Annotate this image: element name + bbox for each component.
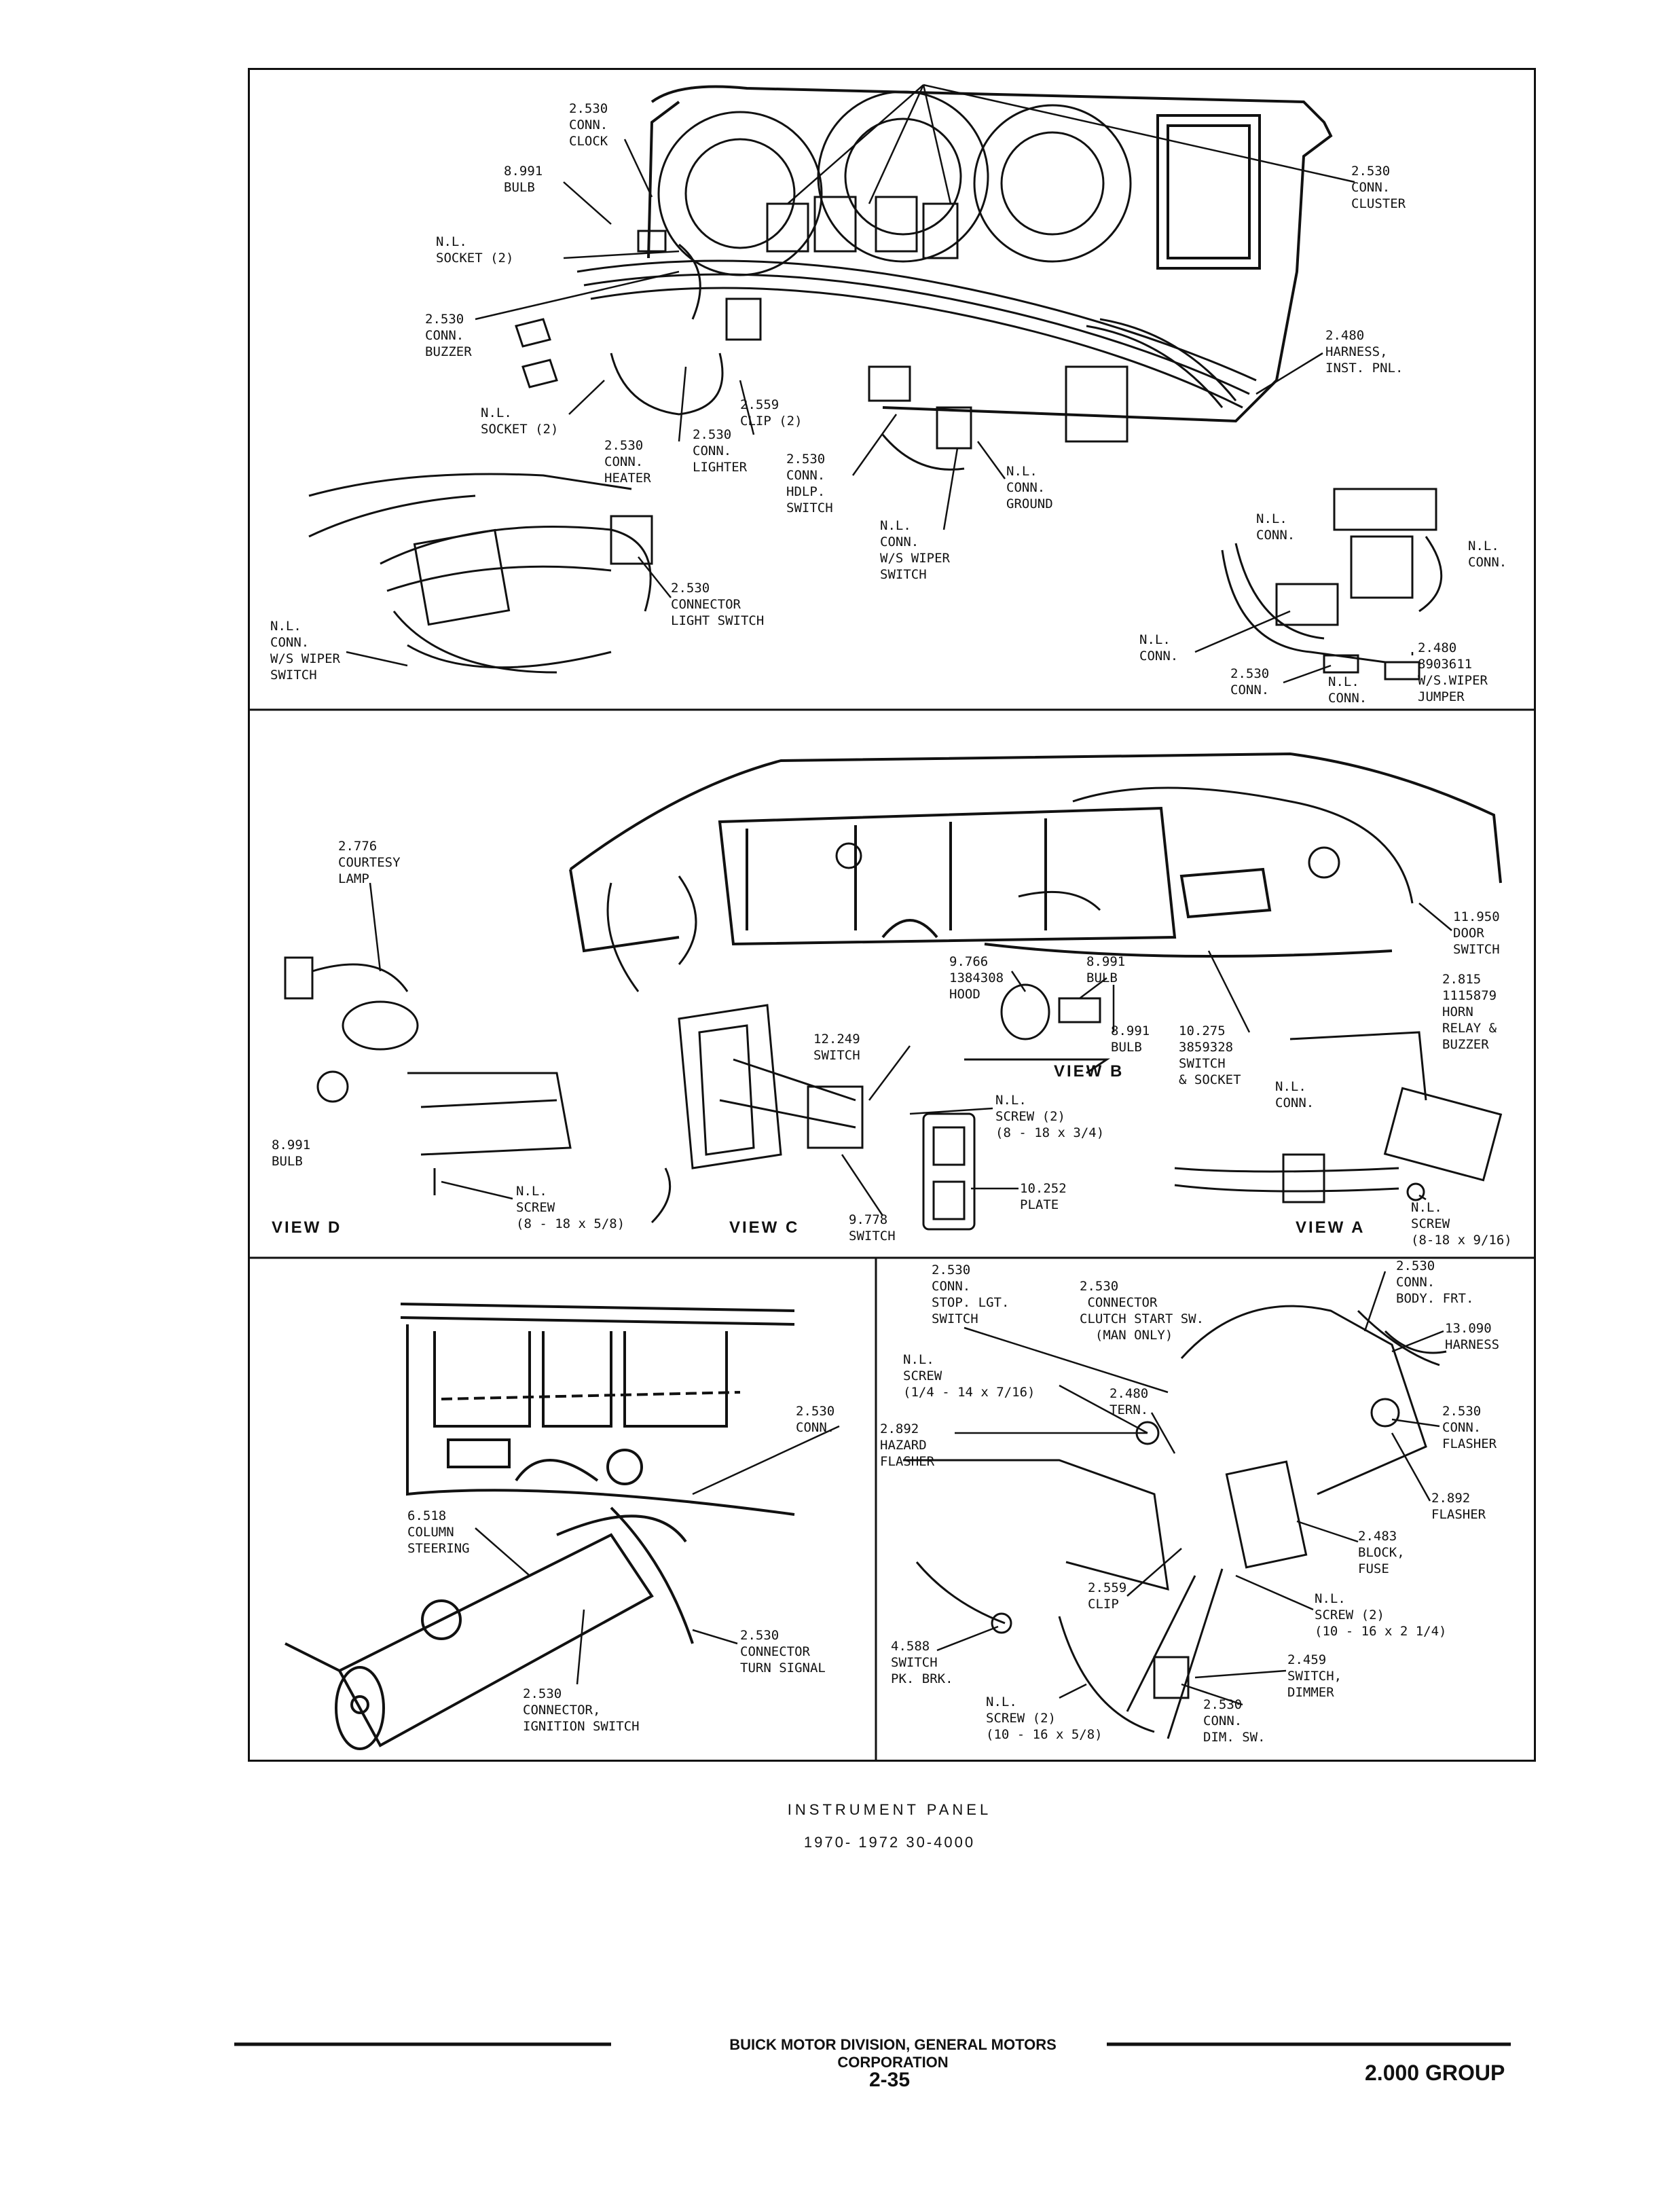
dash-outline	[569, 752, 1502, 958]
light-switch-detail	[308, 473, 653, 674]
callout-switch-socket: 10.275 3859328 SWITCH & SOCKET	[1179, 1023, 1241, 1087]
callout-screw-viewc: N.L. SCREW (2) (8 - 18 x 3/4)	[995, 1093, 1105, 1140]
view-c-switch	[650, 1004, 976, 1231]
callout-block-fuse: 2.483 BLOCK, FUSE	[1358, 1529, 1405, 1576]
callout-conn-nl-right3: N.L. CONN.	[1139, 632, 1179, 664]
view-a-label: VIEW A	[1296, 1218, 1365, 1237]
callout-flasher-2892: 2.892 FLASHER	[1431, 1491, 1486, 1522]
callout-conn-2530-right: 2.530 CONN.	[1230, 666, 1270, 697]
callout-connector-light: 2.530 CONNECTOR LIGHT SWITCH	[671, 581, 765, 628]
diagram-frame	[248, 68, 1536, 1762]
callout-tern-2480: 2.480 TERN.	[1109, 1386, 1149, 1417]
callout-column-steering: 6.518 COLUMN STEERING	[407, 1508, 470, 1556]
callout-screw-viewa: N.L. SCREW (8-18 x 9/16)	[1411, 1200, 1512, 1248]
callout-hazard-flasher: 2.892 HAZARD FLASHER	[880, 1421, 935, 1469]
callout-conn-ws-wiper-left: N.L. CONN. W/S WIPER SWITCH	[270, 619, 340, 683]
callout-bulb-viewd: 8.991 BULB	[272, 1138, 311, 1169]
caption-subtitle: 1970- 1972 30-4000	[803, 1834, 976, 1851]
callout-bulb-view-b2: 8.991 BULB	[1111, 1023, 1150, 1055]
callout-connector-turn: 2.530 CONNECTOR TURN SIGNAL	[740, 1628, 826, 1675]
callout-conn-nl-right1: N.L. CONN.	[1256, 511, 1296, 543]
callout-conn-hdlp: 2.530 CONN. HDLP. SWITCH	[786, 452, 833, 515]
wiper-jumper-detail	[1221, 488, 1443, 681]
callout-screw-10-16: N.L. SCREW (2) (10 - 16 x 2 1/4)	[1315, 1591, 1447, 1639]
callout-screw-1-4: N.L. SCREW (1/4 - 14 x 7/16)	[903, 1352, 1035, 1400]
callout-harness-inst: 2.480 HARNESS, INST. PNL.	[1325, 328, 1404, 376]
callout-conn-nl-right4: N.L. CONN.	[1328, 674, 1368, 706]
callout-hood-9766: 9.766 1384308 HOOD	[949, 954, 1004, 1002]
callout-conn-flasher: 2.530 CONN. FLASHER	[1442, 1404, 1497, 1451]
footer-page-number: 2-35	[868, 2069, 911, 2091]
callout-conn-clock: 2.530 CONN. CLOCK	[569, 101, 608, 149]
view-d-lamp	[284, 956, 572, 1195]
footer-division: BUICK MOTOR DIVISION, GENERAL MOTORS COR…	[729, 2036, 1057, 2071]
callout-conn-nl-viewa: N.L. CONN.	[1275, 1079, 1315, 1110]
callout-socket-2: N.L. SOCKET (2)	[481, 405, 559, 437]
leader-lines	[346, 84, 1452, 1706]
clips-buzzer	[515, 318, 558, 388]
callout-horn-relay: 2.815 1115879 HORN RELAY & BUZZER	[1442, 972, 1497, 1052]
view-a-relay	[1174, 1031, 1503, 1203]
connectors-top	[610, 196, 1129, 471]
callout-conn-ws-wiper-mid: N.L. CONN. W/S WIPER SWITCH	[880, 518, 950, 582]
cluster-housing	[647, 85, 1333, 423]
fuse-block-area	[903, 1305, 1447, 1739]
callout-bulb-8991-top: 8.991 BULB	[504, 164, 543, 195]
callout-door-switch: 11.950 DOOR SWITCH	[1453, 909, 1500, 957]
view-c-label: VIEW C	[729, 1218, 800, 1237]
callout-conn-buzzer: 2.530 CONN. BUZZER	[425, 312, 472, 359]
callout-conn-dim-sw: 2.530 CONN. DIM. SW.	[1203, 1697, 1266, 1745]
callout-switch-12249: 12.249 SWITCH	[813, 1032, 860, 1063]
view-b-label: VIEW B	[1054, 1062, 1124, 1081]
footer-group: 2.000 GROUP	[1365, 2061, 1505, 2085]
callout-switch-dimmer: 2.459 SWITCH, DIMMER	[1287, 1652, 1342, 1700]
caption-title: INSTRUMENT PANEL	[787, 1801, 992, 1818]
callout-connector-ignition: 2.530 CONNECTOR, IGNITION SWITCH	[523, 1686, 640, 1734]
callout-socket-top: N.L. SOCKET (2)	[436, 234, 514, 266]
callout-wiper-jumper: 2.480 8903611 W/S.WIPER JUMPER	[1418, 640, 1488, 704]
callout-conn-ground: N.L. CONN. GROUND	[1006, 464, 1053, 511]
callout-courtesy-lamp: 2.776 COURTESY LAMP	[338, 839, 401, 886]
callout-conn-stop-lgt: 2.530 CONN. STOP. LGT. SWITCH	[932, 1263, 1010, 1326]
callout-plate-10252: 10.252 PLATE	[1020, 1181, 1067, 1212]
callout-screw-viewd: N.L. SCREW (8 - 18 x 5/8)	[516, 1184, 625, 1231]
view-d-label: VIEW D	[272, 1218, 342, 1237]
steering-column	[285, 1303, 795, 1750]
callout-harness-13090: 13.090 HARNESS	[1445, 1321, 1500, 1352]
callout-clip-2559-br: 2.559 CLIP	[1088, 1580, 1127, 1612]
callout-screw-10-16-5-8: N.L. SCREW (2) (10 - 16 x 5/8)	[986, 1694, 1103, 1742]
callout-conn-cluster: 2.530 CONN. CLUSTER	[1351, 164, 1406, 211]
callout-conn-heater: 2.530 CONN. HEATER	[604, 438, 651, 486]
callout-conn-lighter: 2.530 CONN. LIGHTER	[693, 427, 748, 475]
dash-wiring	[606, 786, 1414, 992]
callout-connector-clutch: 2.530 CONNECTOR CLUTCH START SW. (MAN ON…	[1080, 1279, 1205, 1343]
callout-conn-2530-bl: 2.530 CONN.	[796, 1404, 835, 1435]
gauges	[657, 90, 1132, 276]
callout-clip-559-top: 2.559 CLIP (2)	[740, 397, 803, 429]
callout-switch-9778: 9.778 SWITCH	[849, 1212, 896, 1244]
callout-conn-body-frt: 2.530 CONN. BODY. FRT.	[1396, 1258, 1474, 1306]
harness-bundle	[576, 259, 1257, 409]
callout-bulb-view-b: 8.991 BULB	[1086, 954, 1126, 985]
callout-switch-pk-brk: 4.588 SWITCH PK. BRK.	[891, 1639, 953, 1686]
callout-conn-nl-right2: N.L. CONN.	[1468, 539, 1507, 570]
